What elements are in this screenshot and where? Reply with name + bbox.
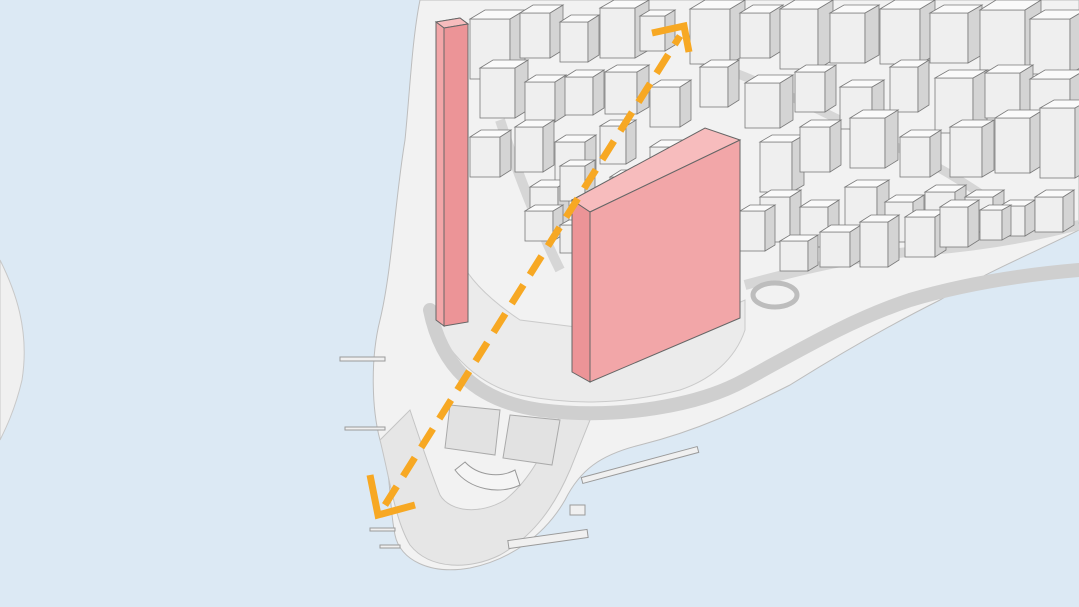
building-side [680,80,691,127]
building-face [780,9,818,69]
building-face [565,77,593,115]
building-side [865,5,879,63]
building-face [760,142,792,192]
building-side [593,70,604,115]
building-side [930,130,941,177]
court-1 [445,405,500,455]
building-side [780,75,793,128]
building-face [1035,197,1063,232]
building-face [605,72,637,114]
highlighted-tower-slim [436,18,468,326]
building-face [690,9,730,64]
building-side [830,120,841,172]
building-face [940,207,968,247]
building-face [800,127,830,172]
building-face [740,211,765,251]
building-face [820,232,850,267]
building-side [555,75,566,122]
building-face [525,82,555,122]
building-side [790,190,801,242]
building-face [1030,19,1070,74]
building-face [930,13,968,63]
building-face [560,22,588,62]
building-face [600,8,635,58]
building-side [500,130,511,177]
building-side [1002,205,1011,240]
building-face [850,118,885,168]
building-face [900,137,930,177]
building-face [515,127,543,172]
building-side [918,60,929,112]
building-face [470,137,500,177]
building-side [1070,10,1079,74]
building-face [520,13,550,58]
building-face [980,10,1025,70]
building-face [700,67,728,107]
building-face [860,222,888,267]
building-face [480,68,515,118]
building-side [1075,100,1079,178]
building-face [525,211,553,241]
building-side [885,110,898,168]
building-face [995,118,1030,173]
building-side [728,60,739,107]
building-side [968,200,979,247]
building-face [780,241,808,271]
building-face [830,13,865,63]
building-side [543,120,554,172]
building-face [950,127,982,177]
building-face [880,9,920,64]
building-face [905,217,935,257]
building-side [765,205,775,251]
building-face [740,13,770,58]
court-2 [503,415,560,465]
building-side [888,215,899,267]
building-side [825,65,836,112]
building-side [588,15,599,62]
building-face [745,83,780,128]
building-face [795,72,825,112]
building-face [890,67,918,112]
building-side [982,120,994,177]
building-face [650,87,680,127]
building-side [626,120,636,164]
building-face [1040,108,1075,178]
building-face [980,210,1002,240]
